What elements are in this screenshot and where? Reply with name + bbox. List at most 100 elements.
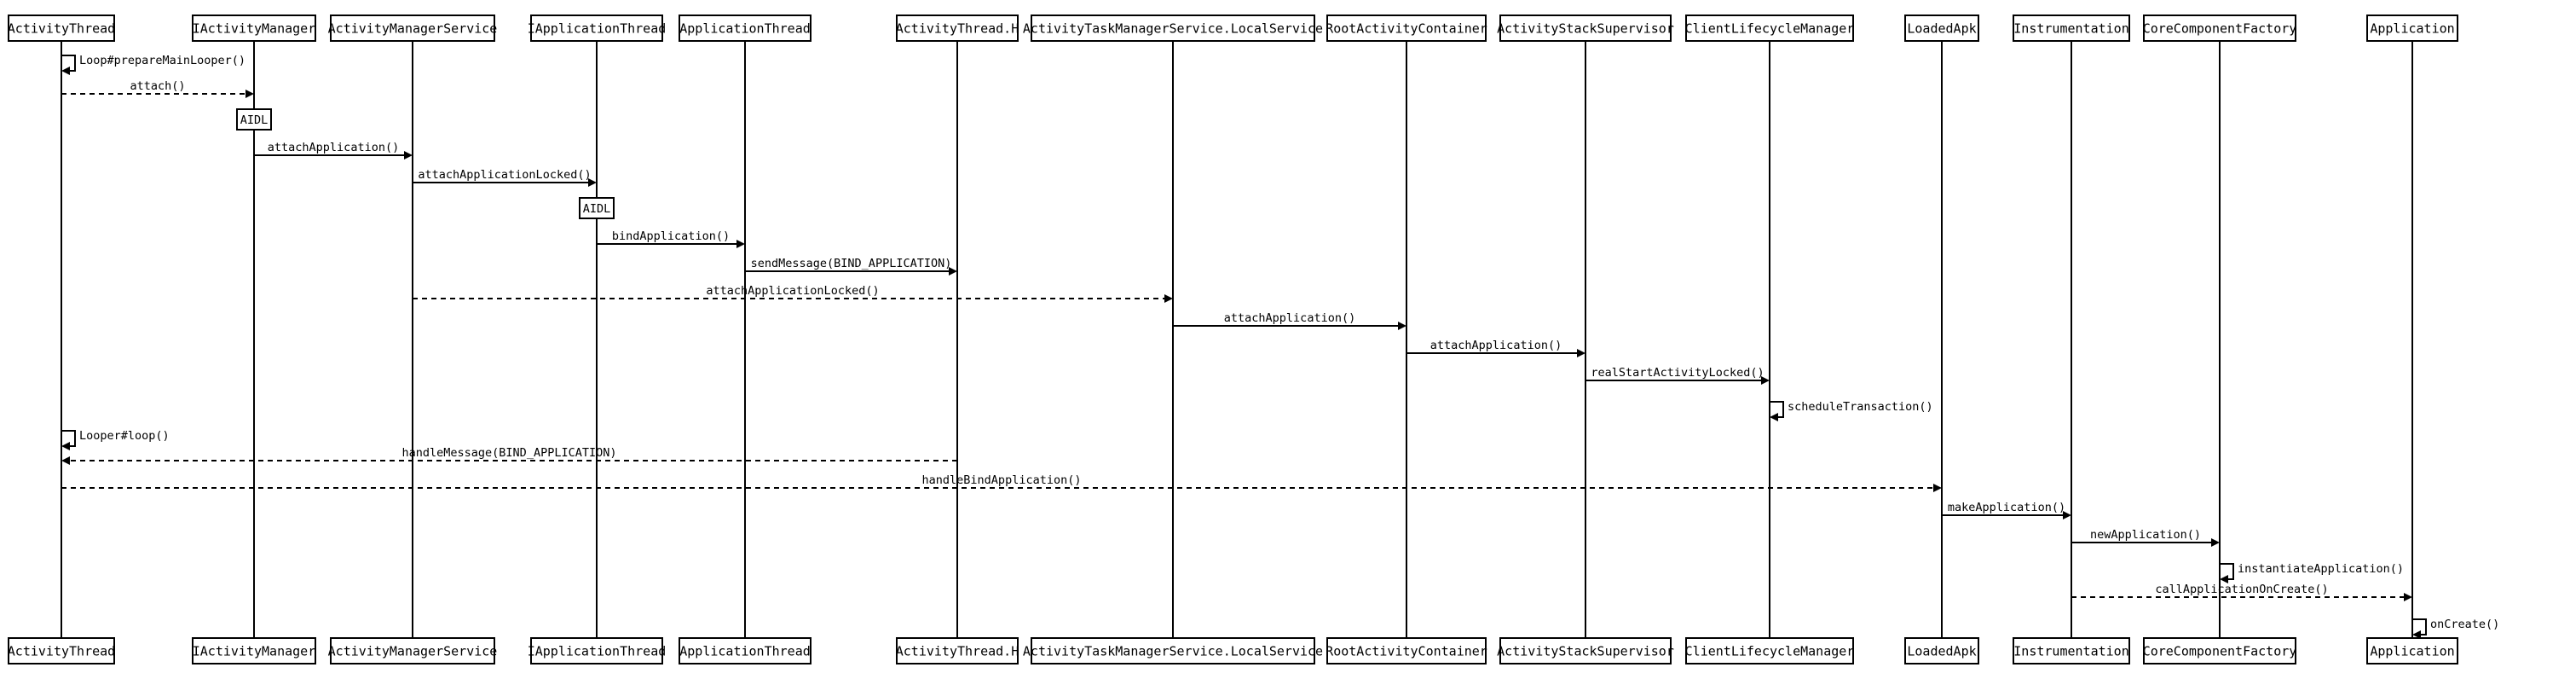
participant-label: ActivityThread xyxy=(8,21,115,37)
event-note-aidl: AIDL xyxy=(579,197,615,219)
participant-box xyxy=(1685,15,1854,42)
participant-label: IApplicationThread xyxy=(528,644,667,659)
self-message-arrow xyxy=(61,430,76,447)
participant-label: ClientLifecycleManager xyxy=(1685,21,1855,37)
event-msg-callapplicationoncreate: callApplicationOnCreate() xyxy=(2071,583,2412,601)
participant-box xyxy=(330,15,495,42)
participant-box xyxy=(192,637,316,664)
participant-label: RootActivityContainer xyxy=(1326,21,1487,37)
participant-box xyxy=(896,15,1019,42)
participant-box xyxy=(1685,637,1854,664)
arrowhead xyxy=(2404,593,2412,601)
participant-label: Instrumentation xyxy=(2013,644,2128,659)
arrowhead xyxy=(61,67,70,75)
participant-box xyxy=(2366,637,2458,664)
participant-label: LoadedApk xyxy=(1907,644,1976,659)
arrowhead xyxy=(61,456,70,465)
participant-header-atms: ActivityTaskManagerService.LocalService xyxy=(1023,15,1323,42)
participant-label: ActivityStackSupervisor xyxy=(1497,644,1674,659)
message-label: sendMessage(BIND_APPLICATION) xyxy=(751,257,952,270)
note-label: AIDL xyxy=(583,202,611,216)
message-label: attachApplication() xyxy=(268,141,399,154)
participant-box xyxy=(2143,15,2296,42)
participant-box xyxy=(1499,15,1672,42)
message-label: attachApplication() xyxy=(1224,311,1355,325)
participant-footer-rac: RootActivityContainer xyxy=(1326,637,1487,664)
arrowhead xyxy=(1933,484,1942,492)
participant-label: ActivityManagerService xyxy=(328,21,498,37)
self-message-label: scheduleTransaction() xyxy=(1788,400,1933,414)
participant-box xyxy=(1031,15,1315,42)
event-msg-handlemessage-bind-application: handleMessage(BIND_APPLICATION) xyxy=(61,446,957,465)
participant-header-ccf: CoreComponentFactory xyxy=(2143,15,2297,42)
participant-footer-app: Application xyxy=(2366,637,2458,664)
event-self-oncreate: onCreate() xyxy=(2412,618,2499,639)
participant-box xyxy=(8,15,115,42)
participant-header-iam: IActivityManager xyxy=(192,15,316,42)
participant-header-rac: RootActivityContainer xyxy=(1326,15,1487,42)
note-box xyxy=(579,197,615,219)
self-message-arrow xyxy=(61,55,76,72)
participant-label: ApplicationThread xyxy=(679,21,811,37)
arrowhead xyxy=(1577,349,1585,357)
event-msg-attach: attach() xyxy=(61,79,254,98)
event-msg-attachapplication: attachApplication() xyxy=(254,141,413,160)
event-msg-handlebindapplication: handleBindApplication() xyxy=(61,473,1942,492)
message-label: attachApplicationLocked() xyxy=(418,168,591,182)
participant-footer-ins: Instrumentation xyxy=(2013,637,2130,664)
note-box xyxy=(236,108,272,131)
participant-label: LoadedApk xyxy=(1907,21,1976,37)
event-self-scheduletransaction: scheduleTransaction() xyxy=(1770,400,1933,421)
arrowhead xyxy=(2211,538,2220,547)
arrowhead xyxy=(2063,511,2071,519)
participant-box xyxy=(530,637,663,664)
event-msg-makeapplication: makeApplication() xyxy=(1942,501,2071,519)
participant-box xyxy=(1904,15,1979,42)
participant-footer-ams: ActivityManagerService xyxy=(328,637,497,664)
participant-footer-ccf: CoreComponentFactory xyxy=(2143,637,2297,664)
participant-label: IActivityManager xyxy=(193,21,316,37)
participant-label: ActivityStackSupervisor xyxy=(1497,21,1674,37)
participant-box xyxy=(2013,15,2130,42)
message-label: handleMessage(BIND_APPLICATION) xyxy=(402,446,617,460)
self-message-label: Looper#loop() xyxy=(79,429,170,443)
participant-box xyxy=(2013,637,2130,664)
participant-footer-ath: ActivityThread.H xyxy=(896,637,1019,664)
participant-label: RootActivityContainer xyxy=(1326,644,1487,659)
event-msg-sendmessage-bind-application: sendMessage(BIND_APPLICATION) xyxy=(745,257,957,276)
message-label: realStartActivityLocked() xyxy=(1591,366,1764,380)
participant-header-clm: ClientLifecycleManager xyxy=(1685,15,1855,42)
message-label: attach() xyxy=(130,79,185,93)
arrowhead xyxy=(404,151,413,160)
event-msg-attachapplicationlocked: attachApplicationLocked() xyxy=(413,168,597,187)
participant-box xyxy=(192,15,316,42)
event-msg-attachapplicationlocked: attachApplicationLocked() xyxy=(413,284,1173,303)
self-message-label: onCreate() xyxy=(2430,618,2499,631)
participant-label: CoreComponentFactory xyxy=(2143,644,2297,659)
event-msg-newapplication: newApplication() xyxy=(2071,528,2220,547)
arrowhead xyxy=(1164,294,1173,303)
event-self-looper-loop: Looper#loop() xyxy=(61,429,170,450)
messages: Loop#prepareMainLooper() attach() AIDL atta… xyxy=(61,54,2499,639)
self-message-arrow xyxy=(1770,401,1784,418)
participant-label: ActivityThread.H xyxy=(896,21,1019,37)
participant-footer-ass: ActivityStackSupervisor xyxy=(1497,637,1674,664)
self-message-label: instantiateApplication() xyxy=(2238,562,2404,576)
event-self-loop-preparemainlooper: Loop#prepareMainLooper() xyxy=(61,54,245,75)
arrowhead xyxy=(1398,322,1406,330)
participant-header-ins: Instrumentation xyxy=(2013,15,2130,42)
event-msg-attachapplication: attachApplication() xyxy=(1406,339,1585,357)
participant-header-at: ActivityThread xyxy=(8,15,115,42)
participant-box xyxy=(679,15,811,42)
participant-box xyxy=(1326,15,1487,42)
participant-label: Application xyxy=(2370,21,2454,37)
participant-label: CoreComponentFactory xyxy=(2143,21,2297,37)
arrowhead xyxy=(949,267,957,276)
participant-box xyxy=(2366,15,2458,42)
self-message-arrow xyxy=(2220,563,2234,580)
participant-footer-apt: ApplicationThread xyxy=(679,637,811,664)
arrowhead xyxy=(61,442,70,450)
arrowhead xyxy=(736,240,745,248)
event-note-aidl: AIDL xyxy=(236,108,272,131)
